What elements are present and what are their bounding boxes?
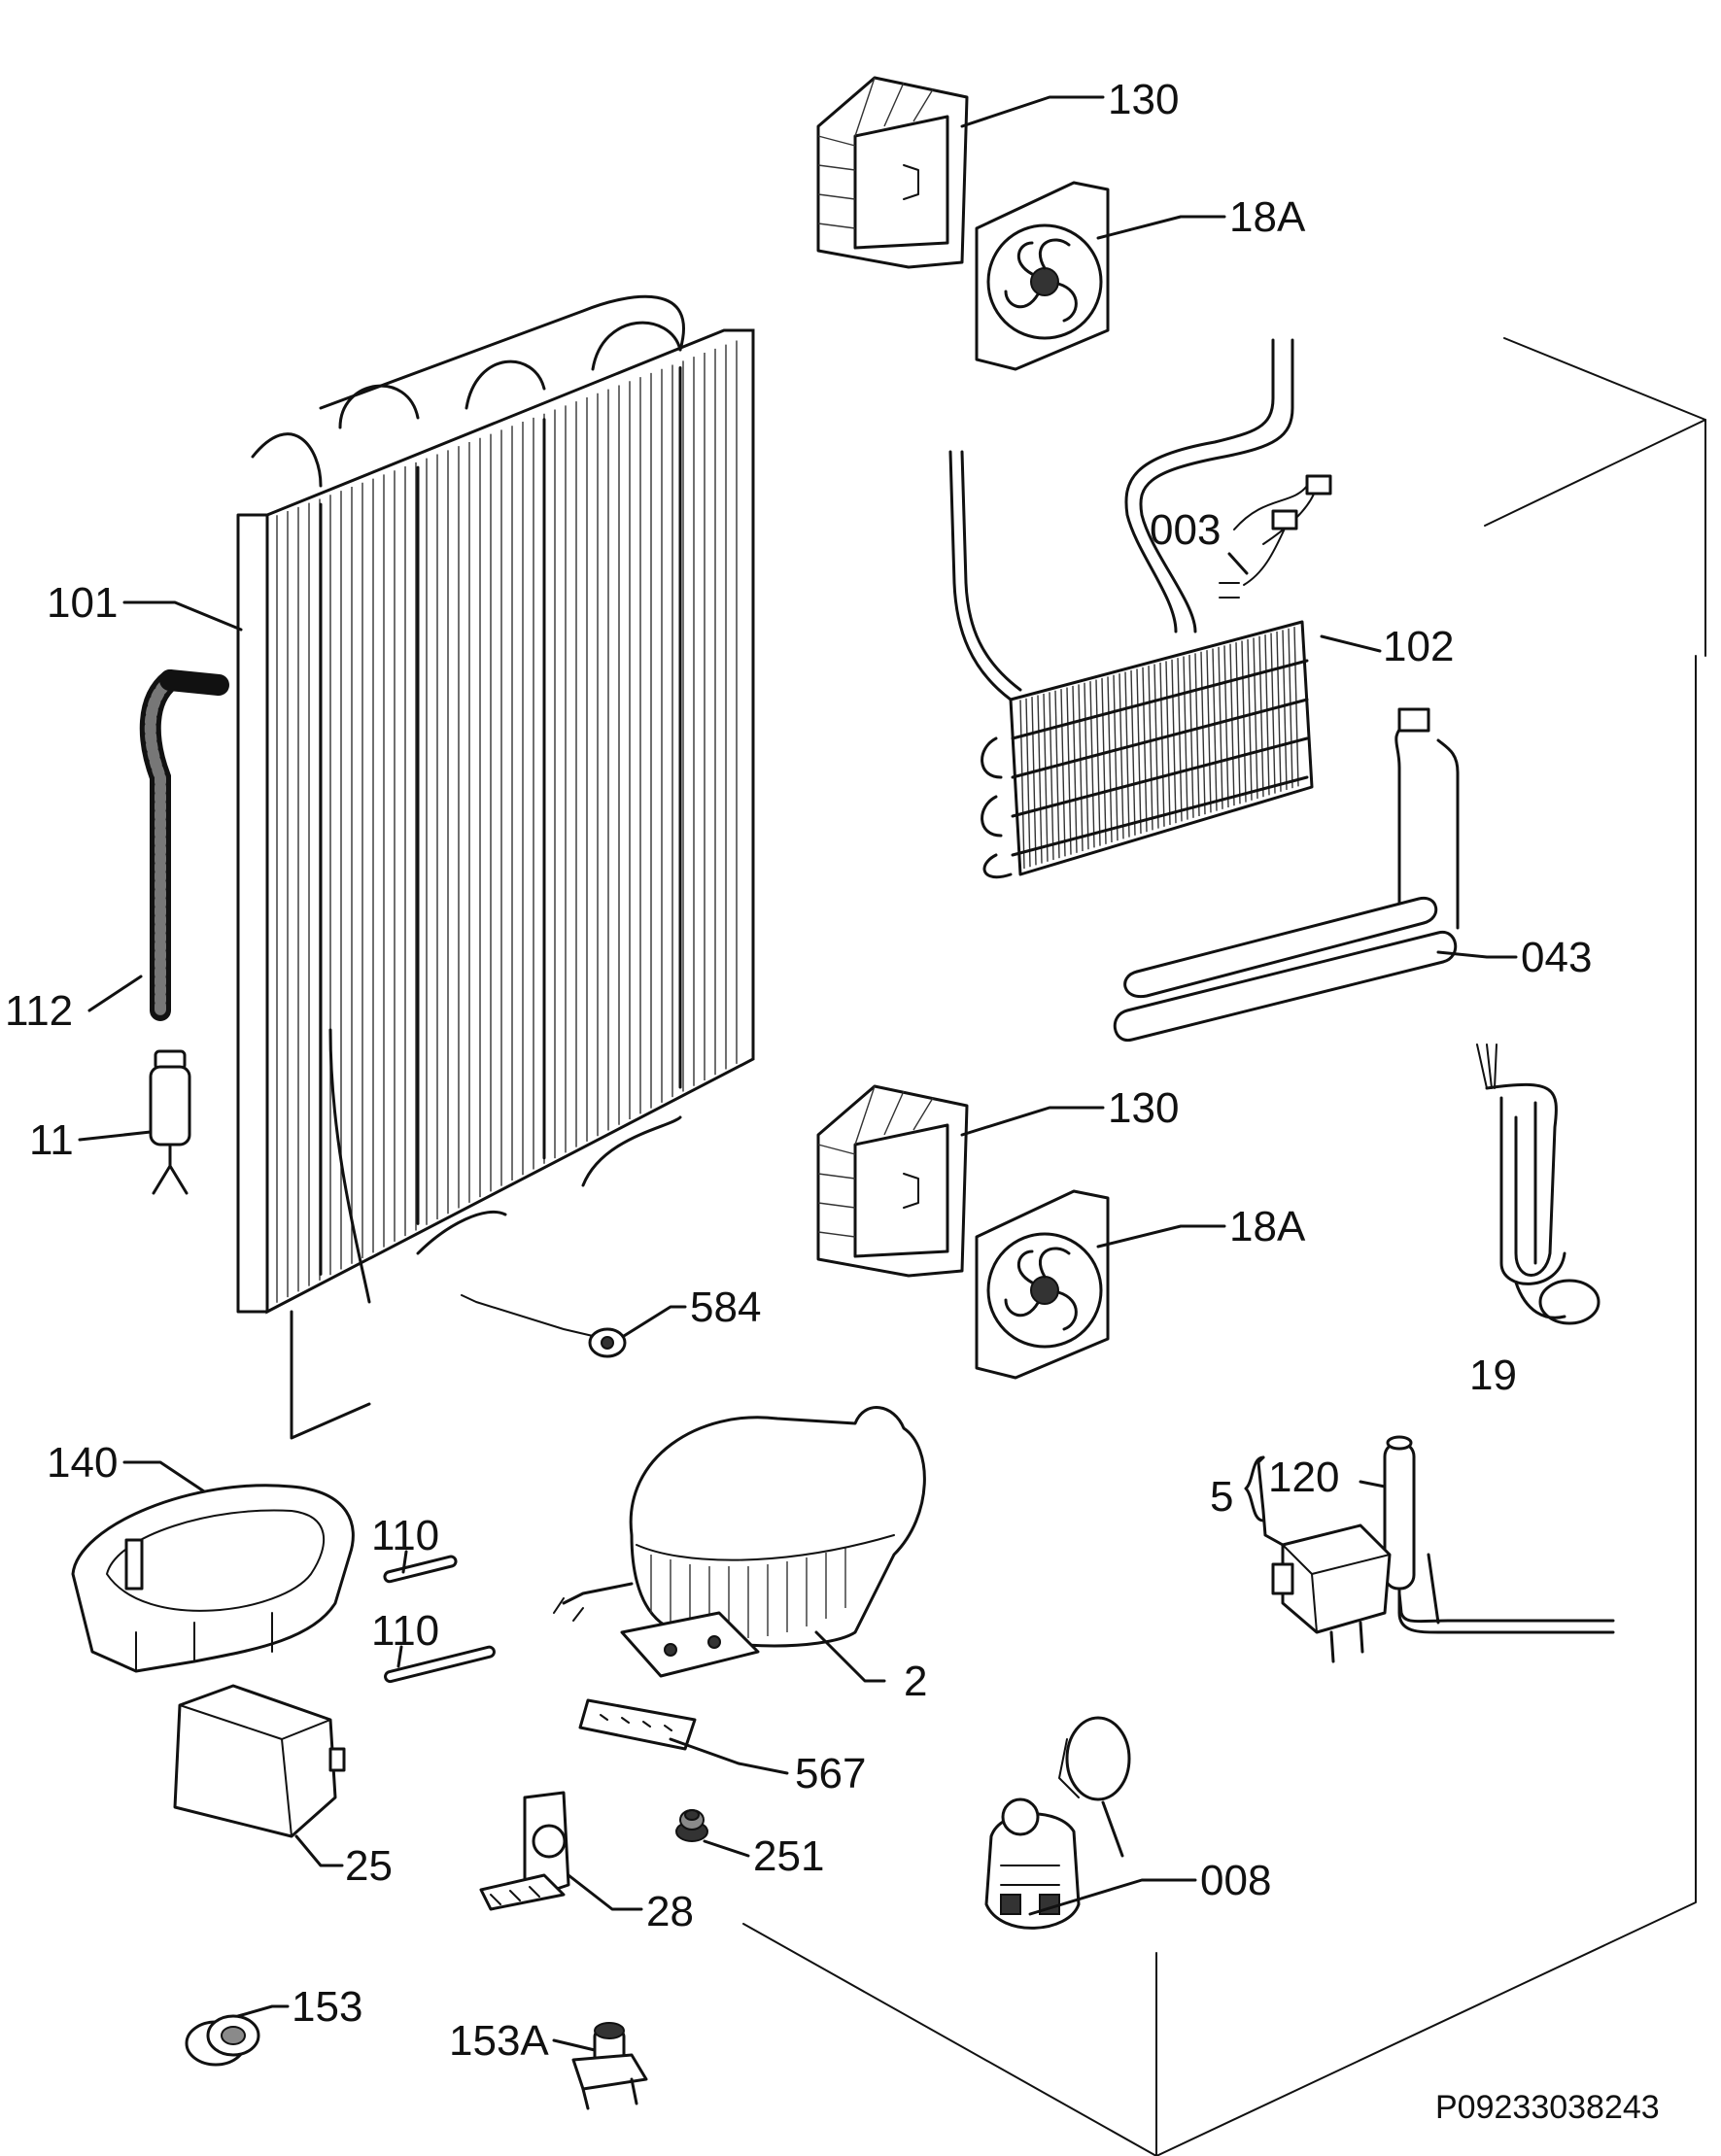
fan-mid	[975, 1189, 1110, 1380]
label-130-mid: 130	[1108, 1084, 1179, 1132]
defrost-heater	[1113, 707, 1460, 1042]
label-251: 251	[753, 1832, 824, 1880]
part-labels: 130 18A 003 102 101 112 043 11 130 18A 1…	[5, 76, 1660, 2126]
temperature-sensor	[461, 1294, 627, 1358]
label-567: 567	[795, 1750, 866, 1797]
insulated-tube	[139, 669, 229, 1021]
label-28: 28	[646, 1888, 694, 1935]
label-584: 584	[690, 1283, 761, 1331]
label-2: 2	[904, 1658, 927, 1705]
fan-housing-mid	[816, 1084, 969, 1278]
label-140: 140	[47, 1439, 118, 1487]
label-25: 25	[345, 1842, 393, 1890]
relay-box	[173, 1684, 346, 1838]
wire-harness	[1243, 509, 1298, 586]
solenoid-valve-assembly	[1271, 1435, 1615, 1663]
label-102: 102	[1383, 623, 1454, 670]
label-153: 153	[292, 1983, 362, 2031]
mounting-bracket-567	[578, 1698, 697, 1751]
fan-housing-top	[816, 76, 969, 269]
heater-element-19	[1476, 1044, 1601, 1325]
label-008: 008	[1200, 1857, 1271, 1904]
rods-110	[383, 1555, 496, 1684]
label-110-a: 110	[371, 1512, 439, 1559]
grommet-251	[675, 1809, 708, 1842]
label-11: 11	[29, 1116, 74, 1164]
label-18a-mid: 18A	[1229, 1203, 1306, 1250]
label-112: 112	[5, 987, 73, 1035]
filter-drier	[149, 1049, 191, 1195]
label-003: 003	[1150, 506, 1221, 554]
valve-153a	[571, 2022, 648, 2110]
cap-153	[185, 2014, 260, 2067]
drawing-code: P09233038243	[1435, 2089, 1660, 2126]
label-153a: 153A	[449, 2017, 549, 2065]
label-18a-top: 18A	[1229, 193, 1306, 241]
clip-28	[479, 1791, 570, 1911]
drip-tray	[71, 1484, 355, 1673]
label-043: 043	[1521, 934, 1592, 981]
label-5: 5	[1210, 1473, 1233, 1521]
fan-top	[975, 181, 1110, 371]
evaporator	[948, 338, 1332, 879]
starter-relay	[984, 1716, 1131, 1930]
label-120: 120	[1268, 1454, 1339, 1501]
label-19: 19	[1469, 1352, 1517, 1399]
brace-5	[1244, 1455, 1265, 1523]
label-130-top: 130	[1108, 76, 1179, 123]
leader-lines	[78, 95, 1518, 2052]
label-110-b: 110	[371, 1607, 439, 1655]
cabinet-outline	[742, 337, 1706, 2156]
compressor	[553, 1406, 926, 1678]
condenser	[236, 294, 755, 1440]
label-101: 101	[47, 579, 118, 627]
